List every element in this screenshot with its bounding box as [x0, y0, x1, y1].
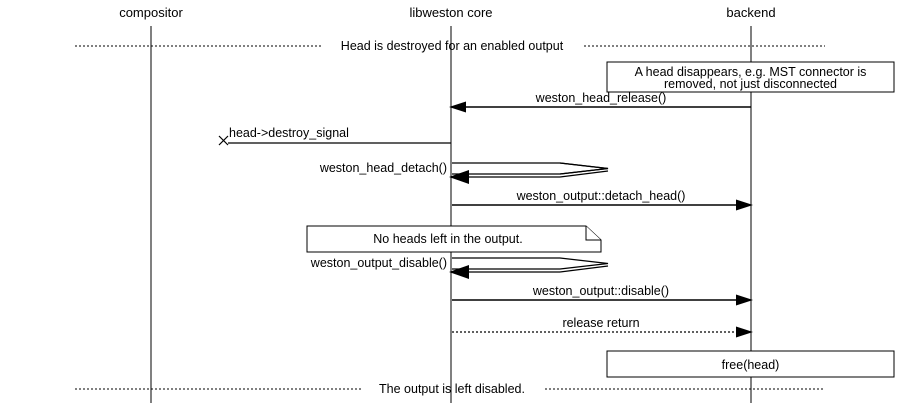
message-label-weston-output-disable: weston_output::disable() — [532, 284, 669, 298]
message-label-weston-head-detach: weston_head_detach() — [319, 161, 447, 175]
top-separator-label: Head is destroyed for an enabled output — [341, 39, 564, 53]
arrowhead-weston-head-release — [449, 101, 466, 113]
note-no-heads-left-fold — [585, 226, 601, 241]
note-no-heads-left-text: No heads left in the output. — [373, 232, 522, 246]
message-loop-weston-head-detach — [452, 162, 609, 175]
message-label-weston-output-disable-call: weston_output_disable() — [310, 256, 447, 270]
bottom-separator-label: The output is left disabled. — [379, 382, 525, 396]
message-label-weston-head-release: weston_head_release() — [535, 91, 667, 105]
note-head-disappears-line1: A head disappears, e.g. MST connector is — [635, 65, 867, 79]
note-head-disappears-line2: removed, not just disconnected — [664, 77, 837, 91]
message-loop-weston-output-disable — [452, 257, 609, 270]
lifeline-label-backend: backend — [726, 5, 775, 20]
lifeline-label-compositor: compositor — [119, 5, 183, 20]
message-label-release-return: release return — [562, 316, 639, 330]
message-label-weston-output-detach-head: weston_output::detach_head() — [516, 189, 686, 203]
message-return-tip-weston-head-detach — [559, 170, 609, 178]
arrowhead-weston-output-disable — [736, 294, 753, 306]
message-return-tip-weston-output-disable — [559, 265, 609, 273]
note-no-heads-left-box — [306, 225, 602, 253]
lifeline-label-libweston-core: libweston core — [409, 5, 492, 20]
arrowhead-weston-output-detach-head — [736, 199, 753, 211]
note-head-disappears-box — [606, 61, 895, 93]
lost-message-x-icon — [218, 135, 229, 146]
message-label-head-destroy-signal: head->destroy_signal — [229, 126, 349, 140]
message-loop-tip-weston-head-detach — [559, 162, 609, 175]
note-free-head-text: free(head) — [722, 358, 780, 372]
arrowhead-release-return — [736, 326, 753, 338]
note-free-head-box — [606, 350, 895, 378]
